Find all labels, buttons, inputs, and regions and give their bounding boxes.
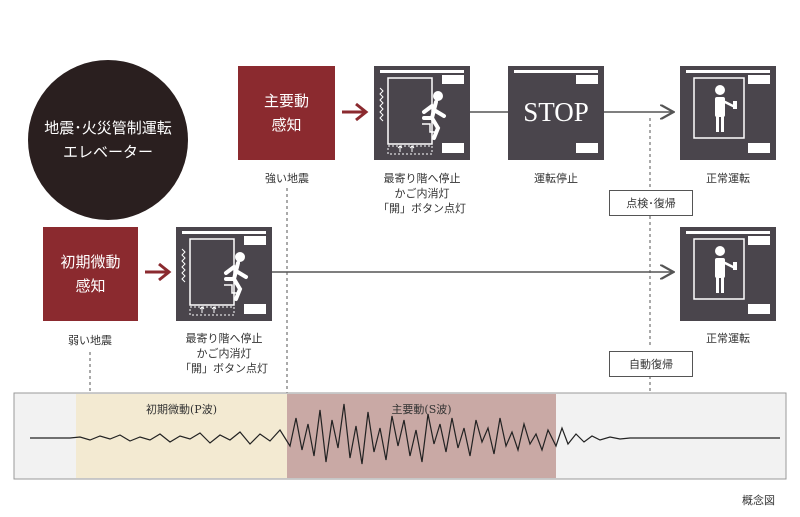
- red-arrow-top: [342, 102, 369, 122]
- initial-detect-line-1: 初期微動: [60, 253, 121, 271]
- tag-inspection-recovery: 点検･復帰: [609, 190, 693, 216]
- caption-operation-stop: 運転停止: [534, 172, 578, 185]
- footnote-concept-diagram: 概念図: [742, 494, 775, 507]
- elevator-stop-floor-bottom: [174, 225, 274, 323]
- s-wave-region: [287, 394, 556, 478]
- caption-strong-quake: 強い地震: [265, 172, 309, 185]
- elevator-normal-top: [678, 64, 778, 162]
- tag-auto-recovery: 自動復帰: [609, 351, 693, 377]
- initial-detect-line-2: 感知: [75, 277, 106, 295]
- title-line-1: 地震･火災管制運転: [44, 119, 172, 137]
- s-wave-label: 主要動(S波): [391, 403, 452, 416]
- stop-sign: STOP: [508, 90, 604, 134]
- caption-top-line-3: 「開」ボタン点灯: [378, 202, 466, 215]
- main-detect-line-1: 主要動: [263, 92, 309, 110]
- caption-normal-op-bottom: 正常運転: [706, 332, 750, 345]
- elevator-stop-floor-top: [372, 64, 472, 162]
- caption-bottom-line-2: かご内消灯: [196, 347, 252, 360]
- caption-normal-op-top: 正常運転: [706, 172, 750, 185]
- caption-stop-actions-bottom: 最寄り階へ停止 かご内消灯 「開」ボタン点灯: [164, 331, 284, 376]
- caption-top-line-2: かご内消灯: [394, 187, 450, 200]
- title-circle: 地震･火災管制運転 エレベーター: [28, 60, 188, 220]
- caption-bottom-line-1: 最寄り階へ停止: [185, 332, 263, 345]
- stop-sign-text: STOP: [523, 96, 589, 127]
- seismic-wave: [30, 403, 780, 465]
- elevator-normal-bottom: [678, 225, 778, 323]
- main-motion-detect-box: 主要動 感知: [238, 66, 335, 160]
- elevator-stopped: [508, 66, 604, 160]
- red-arrow-bottom: [145, 262, 172, 282]
- main-detect-line-2: 感知: [271, 116, 302, 134]
- caption-stop-actions-top: 最寄り階へ停止 かご内消灯 「開」ボタン点灯: [362, 171, 482, 216]
- title-line-2: エレベーター: [62, 143, 153, 161]
- caption-bottom-line-3: 「開」ボタン点灯: [180, 362, 268, 375]
- caption-weak-quake: 弱い地震: [68, 334, 112, 347]
- p-wave-label: 初期微動(P波): [146, 403, 217, 416]
- caption-top-line-1: 最寄り階へ停止: [383, 172, 461, 185]
- initial-tremor-detect-box: 初期微動 感知: [43, 227, 138, 321]
